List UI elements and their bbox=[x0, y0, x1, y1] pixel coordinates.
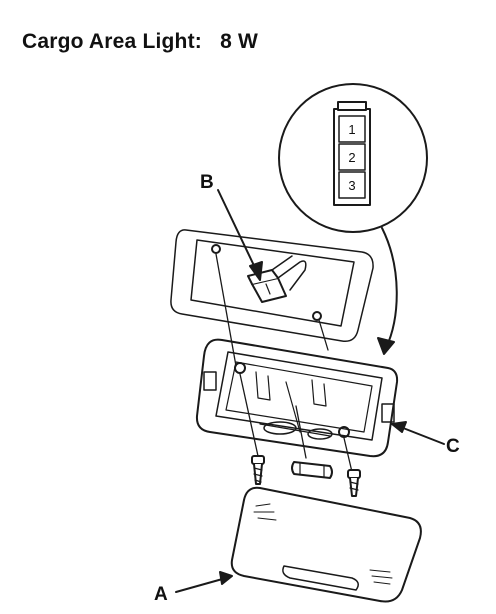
callout-c-arrow bbox=[391, 421, 445, 445]
connector-cavity-3 bbox=[338, 171, 366, 199]
gasket-hole-right bbox=[312, 311, 322, 321]
connector-detail: 1 2 3 bbox=[278, 83, 428, 233]
alignment-lines bbox=[215, 253, 353, 473]
gasket-hole-left bbox=[211, 244, 221, 254]
callout-a-arrow bbox=[175, 571, 233, 593]
housing-clip-right bbox=[381, 403, 395, 423]
lens-texture-lower bbox=[369, 569, 393, 585]
screw-right bbox=[347, 469, 361, 497]
harness-connector bbox=[247, 255, 307, 303]
bulb bbox=[291, 461, 333, 479]
lens bbox=[230, 486, 422, 603]
lens-texture-upper bbox=[253, 503, 277, 521]
callout-c-label: C bbox=[446, 436, 460, 457]
connector-lock-tab bbox=[337, 101, 367, 111]
detail-arrow bbox=[377, 227, 398, 355]
pin-label-3: 3 bbox=[348, 178, 355, 193]
pin-label-1: 1 bbox=[348, 122, 355, 137]
mounting-gasket bbox=[170, 229, 374, 343]
housing-screw-hole-right bbox=[338, 426, 350, 438]
housing-screw-hole-left bbox=[234, 362, 246, 374]
housing-clip-left bbox=[203, 371, 217, 391]
diagram-title: Cargo Area Light: 8 W bbox=[22, 30, 258, 53]
connector-cavity-1 bbox=[338, 115, 366, 143]
screw-left bbox=[251, 455, 265, 485]
callout-b-label: B bbox=[200, 172, 214, 193]
connector-detail-circle bbox=[278, 83, 428, 233]
connector-cavity-2 bbox=[338, 143, 366, 171]
light-housing bbox=[195, 338, 399, 458]
callout-b-arrow bbox=[217, 189, 263, 281]
pin-label-2: 2 bbox=[348, 150, 355, 165]
callout-a-label: A bbox=[154, 584, 168, 605]
